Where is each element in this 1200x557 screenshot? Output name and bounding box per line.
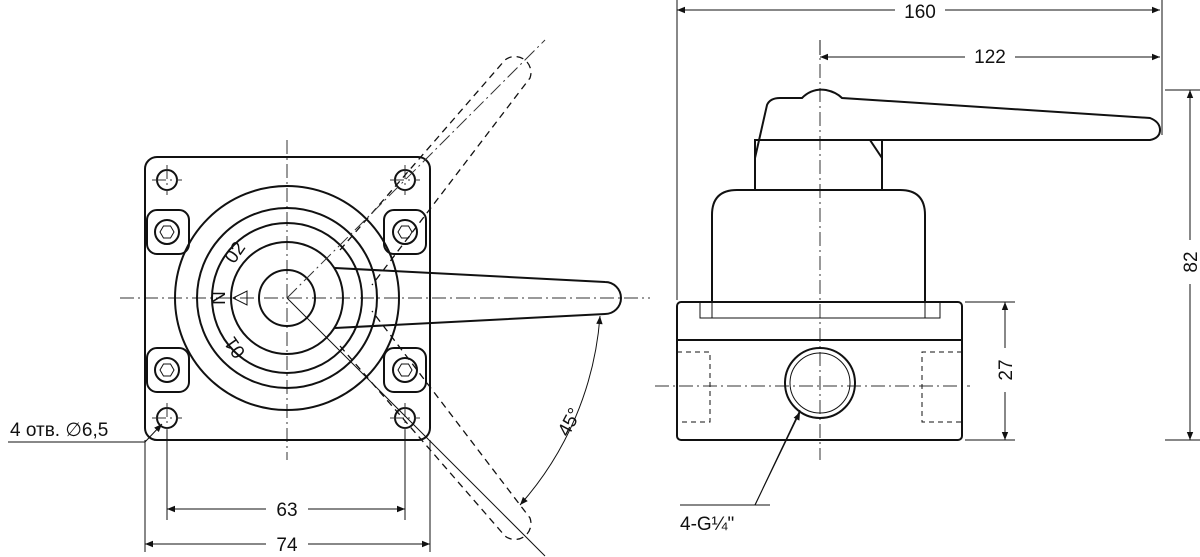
hex-bolts — [146, 209, 427, 393]
base-height-dimension: 27 — [996, 359, 1017, 380]
dial-label-02: 02 — [221, 238, 250, 267]
ports-label: 4-G¼" — [680, 514, 734, 535]
mounting-holes — [152, 165, 420, 433]
dial-label-n: N — [209, 291, 230, 305]
height-dimension: 82 — [1181, 251, 1200, 272]
plate-width-dimension: 74 — [276, 535, 298, 556]
overall-length-dimension: 160 — [904, 2, 936, 23]
side-view: 4-G¼" 160 122 82 27 — [655, 0, 1200, 535]
top-view: N 02 01 45° 63 74 4 отв. ∅6,5 — [8, 39, 650, 557]
hole-spacing-dimension: 63 — [276, 500, 297, 521]
lever-length-dimension: 122 — [974, 47, 1006, 68]
mounting-holes-label: 4 отв. ∅6,5 — [10, 420, 108, 441]
lever-handle — [334, 267, 622, 329]
angle-dimension: 45° — [554, 405, 586, 440]
